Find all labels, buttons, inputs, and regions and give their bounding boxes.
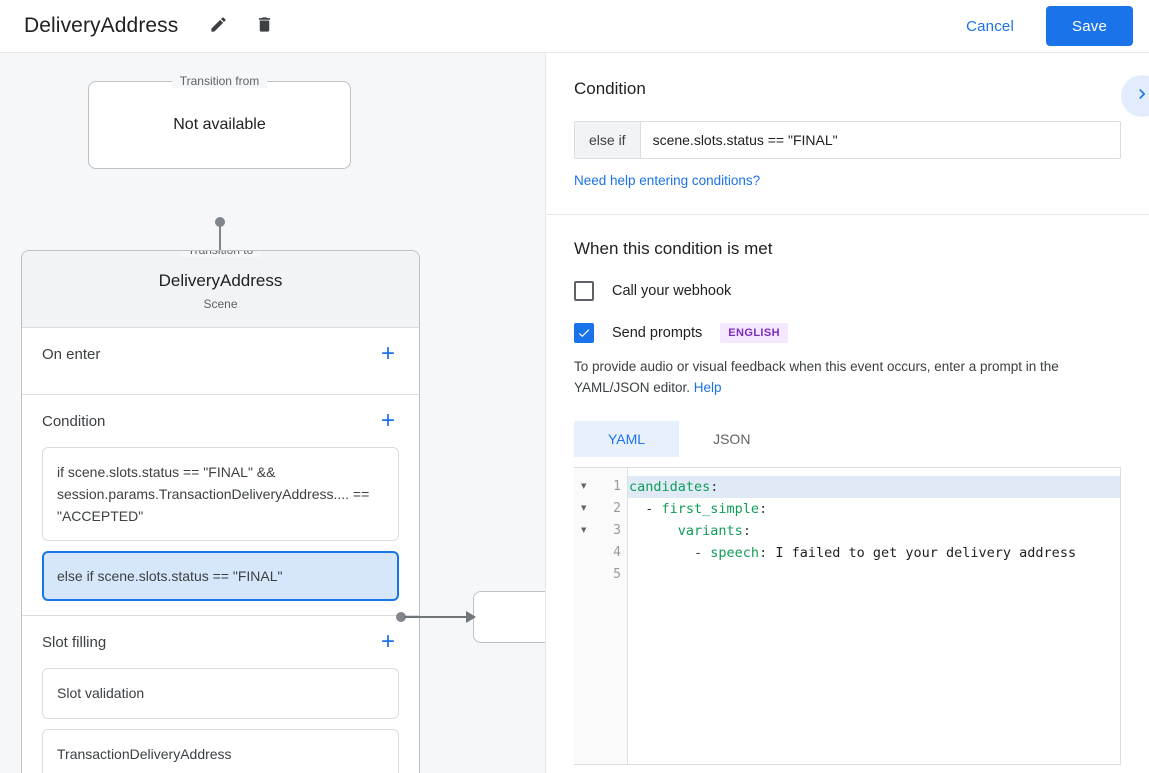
section-title-slot-filling: Slot filling bbox=[42, 633, 107, 651]
scene-name: DeliveryAddress bbox=[158, 271, 283, 290]
code-line-2[interactable]: - first_simple: bbox=[628, 498, 1120, 520]
section-header-on-enter: On enter + bbox=[42, 328, 399, 380]
code-punct-4: : bbox=[759, 544, 776, 561]
scene-header: DeliveryAddress Scene bbox=[22, 251, 419, 328]
edit-button[interactable] bbox=[202, 10, 234, 42]
condition-item[interactable]: if scene.slots.status == "FINAL" && sess… bbox=[42, 447, 399, 542]
code-line-5[interactable] bbox=[628, 564, 1120, 586]
transition-from-node[interactable]: Transition from Not available bbox=[88, 74, 351, 169]
condition-expression-input[interactable]: scene.slots.status == "FINAL" bbox=[640, 122, 1120, 158]
when-condition-met-section: When this condition is met Call your web… bbox=[546, 215, 1149, 765]
code-value-4: I failed to get your delivery address bbox=[775, 544, 1077, 561]
code-line-4[interactable]: - speech: I failed to get your delivery … bbox=[628, 542, 1120, 564]
section-header-condition: Condition + bbox=[42, 395, 399, 447]
trash-icon bbox=[255, 15, 274, 37]
code-key-3: variants bbox=[677, 522, 743, 539]
fold-arrow-icon[interactable]: ▼ bbox=[581, 503, 587, 514]
add-slot-filling-button[interactable]: + bbox=[380, 628, 395, 656]
gutter-row[interactable]: ▼3 bbox=[574, 520, 627, 542]
transition-from-label: Not available bbox=[173, 116, 266, 133]
next-node[interactable] bbox=[473, 591, 545, 643]
prompts-hint: To provide audio or visual feedback when… bbox=[574, 357, 1121, 399]
condition-output-line bbox=[404, 616, 470, 618]
code-key-1: candidates bbox=[629, 478, 711, 495]
condition-input-row[interactable]: else if scene.slots.status == "FINAL" bbox=[574, 121, 1121, 159]
section-title-on-enter: On enter bbox=[42, 345, 101, 363]
code-dash-2: - bbox=[645, 500, 662, 517]
slot-item[interactable]: TransactionDeliveryAddress bbox=[42, 728, 399, 773]
line-number: 3 bbox=[613, 523, 621, 539]
transition-to-legend: Transition to bbox=[179, 251, 262, 257]
code-line-3[interactable]: variants: bbox=[628, 520, 1120, 542]
editor-code-area[interactable]: candidates: - first_simple: variants: - … bbox=[628, 468, 1120, 764]
language-badge: ENGLISH bbox=[720, 323, 788, 343]
code-indent-4 bbox=[629, 545, 694, 561]
condition-item-selected[interactable]: else if scene.slots.status == "FINAL" bbox=[42, 551, 399, 602]
prompts-help-link[interactable]: Help bbox=[693, 379, 722, 395]
condition-section-title: Condition bbox=[574, 79, 646, 98]
section-slot-filling: Slot filling + Slot validation Transacti… bbox=[22, 616, 419, 773]
gutter-row[interactable]: 5 bbox=[574, 564, 627, 586]
condition-output-arrowhead bbox=[466, 611, 476, 623]
code-punct-1: : bbox=[710, 478, 719, 495]
add-on-enter-button[interactable]: + bbox=[380, 340, 395, 367]
fold-arrow-icon[interactable]: ▼ bbox=[581, 525, 587, 536]
code-punct-3: : bbox=[742, 522, 751, 539]
line-number: 4 bbox=[613, 545, 621, 561]
condition-section: Condition else if scene.slots.status == … bbox=[546, 53, 1149, 215]
chevron-right-icon bbox=[1132, 84, 1149, 109]
tab-json[interactable]: JSON bbox=[713, 430, 751, 447]
editor-format-tabs: YAML JSON bbox=[574, 420, 1121, 457]
pencil-icon bbox=[209, 15, 228, 37]
code-line-1[interactable]: candidates: bbox=[628, 475, 1120, 498]
section-on-enter: On enter + bbox=[22, 328, 419, 395]
section-condition: Condition + if scene.slots.status == "FI… bbox=[22, 395, 419, 617]
code-key-4: speech bbox=[710, 544, 760, 561]
webhook-row[interactable]: Call your webhook bbox=[574, 281, 1121, 301]
condition-prefix: else if bbox=[575, 122, 641, 158]
prompts-hint-text: To provide audio or visual feedback when… bbox=[574, 359, 1059, 395]
cancel-button[interactable]: Cancel bbox=[952, 10, 1028, 43]
transition-to-node[interactable]: Transition to DeliveryAddress Scene On e… bbox=[21, 250, 420, 773]
code-key-2: first_simple bbox=[661, 500, 760, 517]
page-title: DeliveryAddress bbox=[24, 14, 179, 37]
flow-canvas[interactable]: Transition from Not available Transition… bbox=[0, 53, 545, 773]
section-header-slot-filling: Slot filling + bbox=[42, 616, 399, 668]
section-title-condition: Condition bbox=[42, 412, 106, 430]
when-condition-met-title: When this condition is met bbox=[574, 239, 773, 258]
condition-help-link[interactable]: Need help entering conditions? bbox=[574, 173, 761, 188]
gutter-row[interactable]: ▼1 bbox=[574, 476, 627, 498]
code-indent-3 bbox=[629, 523, 678, 539]
collapse-panel-button[interactable] bbox=[1121, 75, 1149, 117]
connector-line bbox=[219, 222, 221, 260]
code-indent-2 bbox=[629, 501, 645, 517]
call-webhook-checkbox[interactable] bbox=[574, 281, 594, 301]
code-dash-4: - bbox=[694, 544, 711, 561]
gutter-row[interactable]: ▼2 bbox=[574, 498, 627, 520]
details-panel: Condition else if scene.slots.status == … bbox=[545, 53, 1149, 773]
slot-validation-item[interactable]: Slot validation bbox=[42, 668, 399, 719]
top-app-bar: DeliveryAddress Cancel Save bbox=[0, 0, 1149, 53]
send-prompts-row[interactable]: Send prompts ENGLISH bbox=[574, 323, 1121, 343]
tab-yaml[interactable]: YAML bbox=[574, 420, 680, 457]
add-condition-button[interactable]: + bbox=[380, 407, 395, 434]
line-number: 1 bbox=[613, 479, 621, 495]
line-number: 5 bbox=[613, 567, 621, 583]
gutter-row[interactable]: 4 bbox=[574, 542, 627, 564]
delete-button[interactable] bbox=[248, 10, 280, 42]
send-prompts-checkbox[interactable] bbox=[574, 323, 594, 343]
call-webhook-label: Call your webhook bbox=[612, 283, 732, 299]
editor-gutter: ▼1 ▼2 ▼3 4 5 bbox=[574, 467, 628, 764]
line-number: 2 bbox=[613, 501, 621, 517]
scene-kind: Scene bbox=[203, 297, 238, 311]
code-punct-2: : bbox=[759, 500, 768, 517]
check-icon bbox=[578, 329, 590, 338]
condition-output-dot bbox=[396, 612, 406, 622]
send-prompts-label: Send prompts bbox=[612, 325, 703, 341]
fold-arrow-icon[interactable]: ▼ bbox=[581, 481, 587, 492]
save-button[interactable]: Save bbox=[1046, 6, 1133, 46]
transition-from-legend: Transition from bbox=[171, 74, 268, 88]
prompt-code-editor[interactable]: ▼1 ▼2 ▼3 4 5 candidates: - first_simple:… bbox=[574, 466, 1121, 765]
